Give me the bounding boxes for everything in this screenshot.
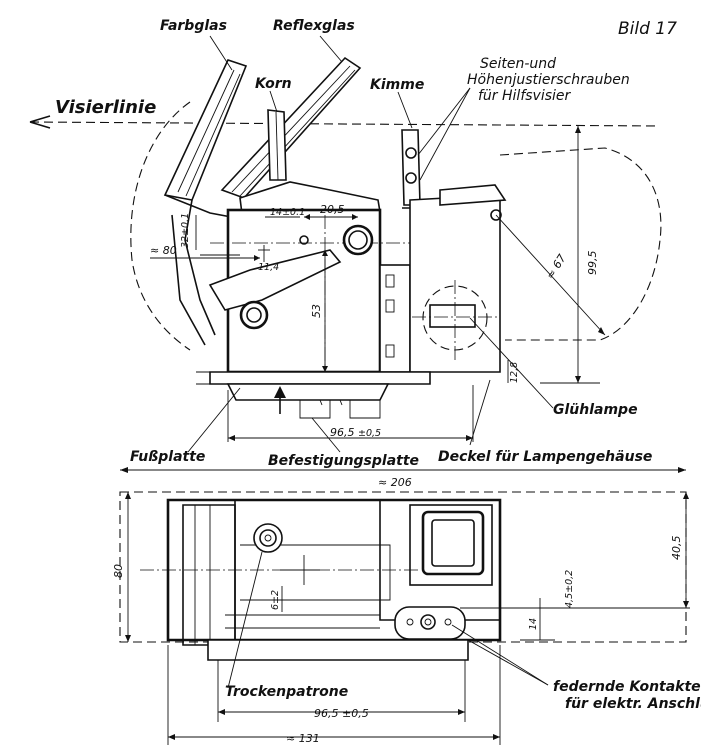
dim-131: ≈ 131 [286, 732, 320, 745]
label-justier-3: für Hilfsvisier [478, 88, 572, 104]
label-justier-1: Seiten-und [480, 56, 556, 72]
dim-6: 6±2 [270, 590, 281, 610]
label-justier-2: Höhenjustierschrauben [467, 72, 630, 88]
side-view [29, 35, 686, 473]
dim-20-5: 20,5 [320, 203, 345, 216]
dim-206: ≈ 206 [378, 476, 412, 489]
dim-99-5: 99,5 [586, 251, 599, 276]
label-kontakte-2: für elektr. Anschluß [565, 696, 701, 712]
front-sight [267, 109, 287, 181]
label-deckel: Deckel für Lampengehäuse [438, 449, 652, 465]
label-fussplatte: Fußplatte [130, 449, 205, 465]
dim-r67: ≈ 67 [544, 252, 569, 282]
label-trockenpatrone: Trockenpatrone [225, 684, 348, 700]
pivot-bolt [239, 300, 269, 330]
sight-line [29, 115, 661, 129]
dimension-lines-side [120, 126, 686, 473]
dim-80-side: 80 [112, 564, 125, 578]
housing-screws [385, 274, 395, 358]
dim-14-b: 14 [528, 618, 539, 630]
dim-80-top: ≈ 80 [150, 244, 177, 257]
dim-40-5: 40,5 [670, 536, 683, 561]
plan-body [140, 498, 502, 646]
label-korn: Korn [255, 76, 292, 92]
label-befestigungsplatte: Befestigungsplatte [268, 453, 419, 469]
swing-arc-right [499, 147, 662, 341]
label-kimme: Kimme [370, 77, 424, 93]
dimension-lines-plan [125, 492, 690, 745]
dim-14: 14±0.1 [270, 207, 305, 218]
plan-view [119, 491, 690, 745]
label-reflexglas: Reflexglas [273, 18, 355, 34]
dim-11-4: 11,4 [258, 262, 279, 273]
leader-lines-side [187, 35, 554, 453]
label-gluehlampe: Glühlampe [553, 402, 638, 418]
reflector-glass [220, 56, 362, 199]
lens-drum [299, 224, 374, 256]
index-arrow [274, 386, 286, 414]
dim-96-5-b: 96,5 ±0,5 [314, 707, 369, 720]
dim-96-5: 96,5 [330, 426, 355, 439]
leader-lines-plan [227, 551, 549, 689]
dim-12-8: 12,8 [509, 362, 520, 383]
base-plate [196, 371, 431, 419]
colour-glass [163, 59, 248, 201]
dim-32: 32±0.1 [180, 213, 191, 248]
swing-arc-left [130, 101, 191, 351]
plan-base [207, 639, 469, 661]
label-visierlinie: Visierlinie [55, 97, 156, 118]
drying-cartridge [253, 523, 283, 553]
label-farbglas: Farbglas [160, 18, 227, 34]
dim-53: 53 [310, 304, 323, 318]
contact-plate [394, 606, 466, 640]
figure-number: Bild 17 [618, 19, 677, 39]
dim-4-5: 4,5±0,2 [564, 570, 575, 608]
lamp-housing [409, 184, 507, 373]
dim-96-5-tol: ±0,5 [358, 428, 381, 439]
label-kontakte-1: federnde Kontakte [553, 679, 701, 695]
